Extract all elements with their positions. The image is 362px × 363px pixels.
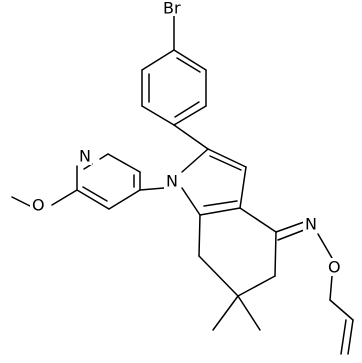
bond bbox=[99, 153, 109, 160]
oxime-oxygen-label: O bbox=[328, 258, 341, 277]
bond bbox=[141, 105, 175, 126]
bond bbox=[329, 275, 333, 301]
bond bbox=[11, 196, 31, 207]
bond bbox=[274, 231, 277, 277]
oxime-nitrogen-label: N bbox=[305, 215, 317, 234]
pyridine-ring bbox=[11, 153, 165, 210]
label-mask bbox=[160, 0, 188, 16]
bond bbox=[199, 207, 241, 216]
bond bbox=[139, 187, 165, 191]
bond bbox=[237, 295, 261, 331]
bond bbox=[173, 105, 207, 126]
bond bbox=[82, 186, 108, 202]
bond bbox=[173, 49, 207, 71]
methoxy-oxygen-label: O bbox=[32, 196, 45, 215]
bond bbox=[51, 189, 78, 206]
bond bbox=[317, 233, 333, 259]
pyrrole-ring bbox=[173, 124, 247, 216]
bond bbox=[237, 275, 276, 297]
bond bbox=[239, 166, 247, 209]
bond bbox=[108, 189, 141, 210]
bond bbox=[275, 221, 305, 233]
bond bbox=[176, 57, 201, 73]
bond bbox=[347, 319, 354, 355]
bond bbox=[181, 187, 201, 216]
bond bbox=[198, 214, 201, 257]
bond bbox=[207, 148, 247, 168]
bond bbox=[107, 153, 141, 173]
label-mask bbox=[326, 258, 342, 276]
bond bbox=[277, 229, 305, 241]
atom-labels: Br N O N N O bbox=[30, 0, 342, 277]
bromine-label: Br bbox=[163, 0, 181, 18]
bond bbox=[209, 155, 242, 171]
bond bbox=[76, 189, 110, 210]
label-mask bbox=[303, 215, 319, 233]
label-mask bbox=[30, 196, 46, 214]
bond bbox=[173, 124, 209, 150]
bond bbox=[212, 295, 239, 331]
allyl-chain bbox=[317, 233, 354, 355]
bond bbox=[329, 299, 354, 321]
bromophenyl-ring bbox=[141, 12, 207, 126]
pyrrole-nitrogen-label: N bbox=[166, 172, 178, 191]
bond bbox=[174, 101, 200, 118]
pyridine-nitrogen-label: N bbox=[79, 147, 91, 166]
label-mask bbox=[164, 172, 180, 190]
bond bbox=[239, 207, 277, 233]
bond bbox=[340, 319, 347, 355]
bond bbox=[181, 148, 209, 173]
label-mask bbox=[78, 147, 92, 165]
cyclohexanone-oxime-ring bbox=[198, 207, 305, 331]
bond bbox=[198, 255, 239, 297]
bond bbox=[141, 49, 175, 71]
bond bbox=[203, 200, 238, 207]
